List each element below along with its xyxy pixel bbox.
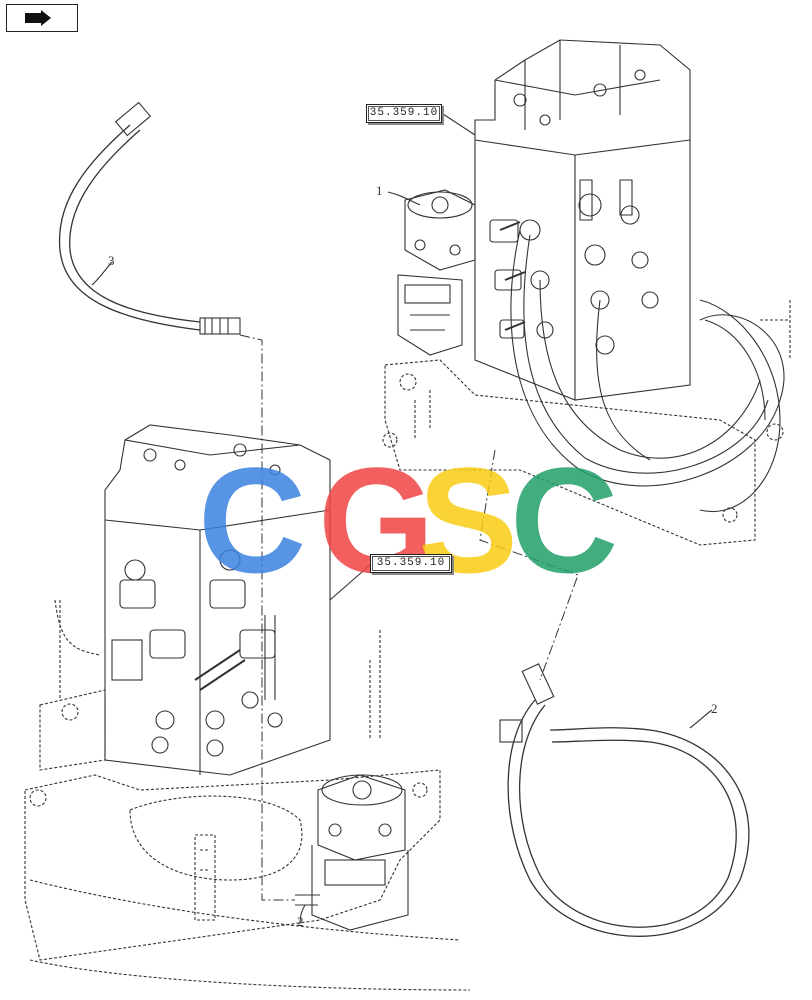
item-2-valve-leader [299, 904, 306, 924]
pilot-valve-item-1 [397, 189, 476, 356]
connection-lines [239, 334, 579, 901]
hose-item-2 [499, 663, 750, 937]
upper-reference-callout[interactable]: 35.359.10 [366, 104, 442, 123]
mounting-plate [382, 300, 791, 546]
lower-valve-block [104, 424, 331, 776]
item-number-2-valve: 2 [297, 914, 304, 929]
nav-return-button[interactable] [6, 4, 78, 32]
lower-pilot-valve-item-2 [295, 774, 409, 931]
upper-callout-leader [439, 111, 476, 136]
item-2-hose-leader [689, 709, 713, 729]
item-number-3: 3 [108, 253, 115, 268]
return-arrow-icon [21, 10, 65, 26]
lower-reference-callout[interactable]: 35.359.10 [370, 554, 452, 573]
item-number-2-hose: 2 [711, 701, 718, 716]
item-3-leader [91, 261, 113, 286]
hose-item-3 [58, 101, 241, 335]
upper-valve-block [474, 39, 691, 401]
lower-reference-label: 35.359.10 [372, 556, 450, 571]
upper-hose-bundle [510, 229, 785, 512]
lower-callout-leader [329, 564, 371, 601]
watermark-letter-c1: C [198, 436, 307, 604]
watermark-letter-c2: C [510, 436, 619, 604]
lower-mounting-plate [24, 599, 471, 991]
upper-reference-label: 35.359.10 [368, 106, 440, 121]
item-1-leader [387, 191, 421, 206]
item-number-1: 1 [376, 183, 383, 198]
